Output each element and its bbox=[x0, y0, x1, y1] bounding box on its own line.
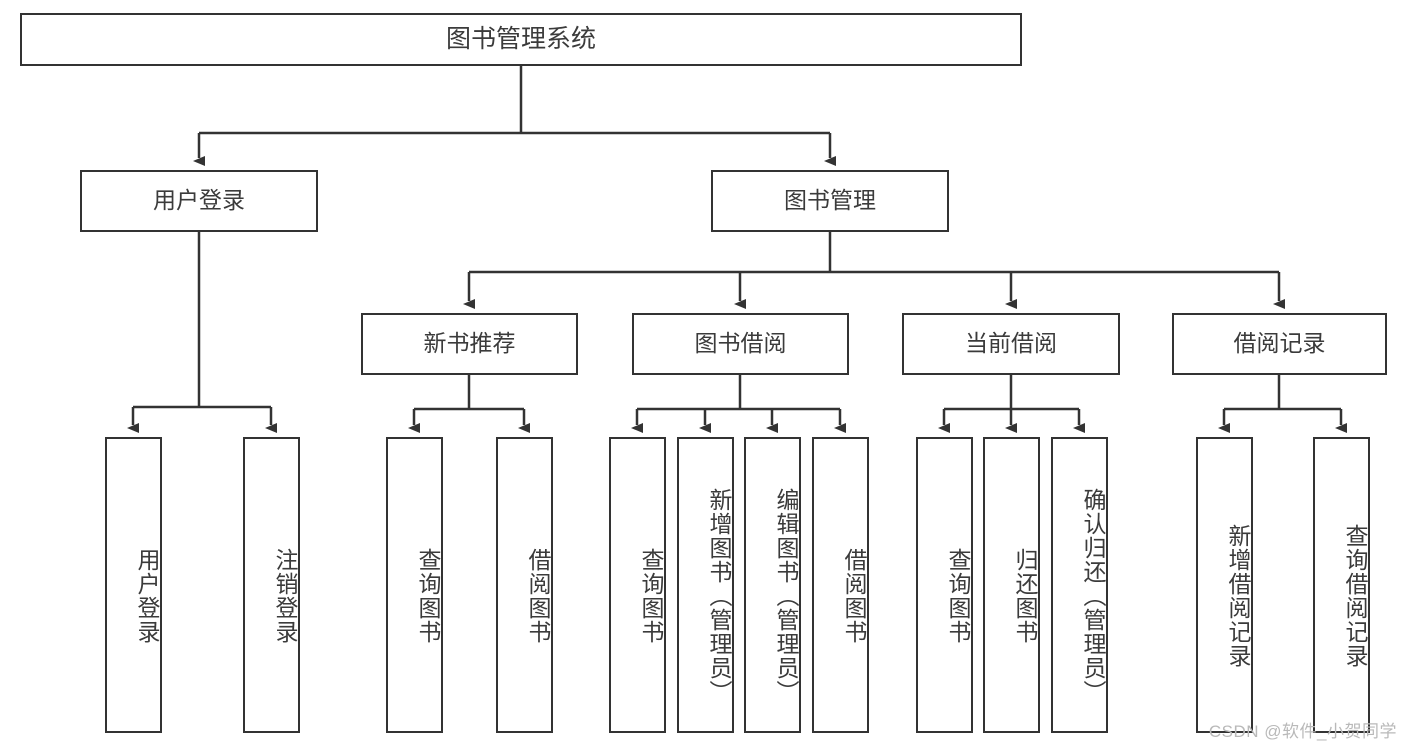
node-book-borrow[interactable]: 图书借阅 bbox=[632, 313, 849, 375]
leaf-label: 查询图书 bbox=[638, 548, 664, 644]
leaf-current-borrow-query-books[interactable]: 查询图书 bbox=[916, 437, 973, 733]
leaf-label: 新增图书（管理员） bbox=[706, 488, 732, 704]
leaf-label: 借阅图书 bbox=[525, 548, 551, 644]
leaf-label: 查询图书 bbox=[945, 548, 971, 644]
leaf-current-borrow-return-books[interactable]: 归还图书 bbox=[983, 437, 1040, 733]
leaf-borrow-record-add-record[interactable]: 新增借阅记录 bbox=[1196, 437, 1253, 733]
leaf-label: 归还图书 bbox=[1012, 548, 1038, 644]
leaf-book-borrow-edit-book-admin[interactable]: 编辑图书（管理员） bbox=[744, 437, 801, 733]
leaf-user-login-logout[interactable]: 注销登录 bbox=[243, 437, 300, 733]
leaf-label: 新增借阅记录 bbox=[1225, 524, 1251, 668]
node-label: 图书借阅 bbox=[694, 330, 787, 357]
node-label: 当前借阅 bbox=[965, 330, 1057, 357]
leaf-label: 借阅图书 bbox=[841, 548, 867, 644]
node-label: 图书管理系统 bbox=[445, 24, 596, 53]
node-book-management[interactable]: 图书管理 bbox=[711, 170, 949, 232]
leaf-book-borrow-borrow-books[interactable]: 借阅图书 bbox=[812, 437, 869, 733]
node-borrow-record[interactable]: 借阅记录 bbox=[1172, 313, 1387, 375]
node-label: 用户登录 bbox=[153, 187, 245, 214]
node-current-borrow[interactable]: 当前借阅 bbox=[902, 313, 1120, 375]
leaf-label: 注销登录 bbox=[272, 548, 298, 644]
node-label: 新书推荐 bbox=[423, 330, 516, 357]
node-user-login[interactable]: 用户登录 bbox=[80, 170, 318, 232]
leaf-user-login-login[interactable]: 用户登录 bbox=[105, 437, 162, 733]
leaf-new-book-query-books[interactable]: 查询图书 bbox=[386, 437, 443, 733]
leaf-book-borrow-query-books[interactable]: 查询图书 bbox=[609, 437, 666, 733]
leaf-current-borrow-confirm-return-admin[interactable]: 确认归还（管理员） bbox=[1051, 437, 1108, 733]
leaf-label: 确认归还（管理员） bbox=[1080, 488, 1106, 704]
leaf-label: 查询图书 bbox=[415, 548, 441, 644]
node-label: 图书管理 bbox=[784, 187, 876, 214]
leaf-new-book-borrow-books[interactable]: 借阅图书 bbox=[496, 437, 553, 733]
node-root-book-management-system[interactable]: 图书管理系统 bbox=[20, 13, 1022, 66]
node-label: 借阅记录 bbox=[1233, 330, 1326, 357]
leaf-label: 用户登录 bbox=[134, 548, 160, 644]
leaf-borrow-record-query-record[interactable]: 查询借阅记录 bbox=[1313, 437, 1370, 733]
leaf-label: 查询借阅记录 bbox=[1342, 524, 1368, 668]
leaf-label: 编辑图书（管理员） bbox=[773, 488, 799, 704]
leaf-book-borrow-add-book-admin[interactable]: 新增图书（管理员） bbox=[677, 437, 734, 733]
node-new-book-recommend[interactable]: 新书推荐 bbox=[361, 313, 578, 375]
